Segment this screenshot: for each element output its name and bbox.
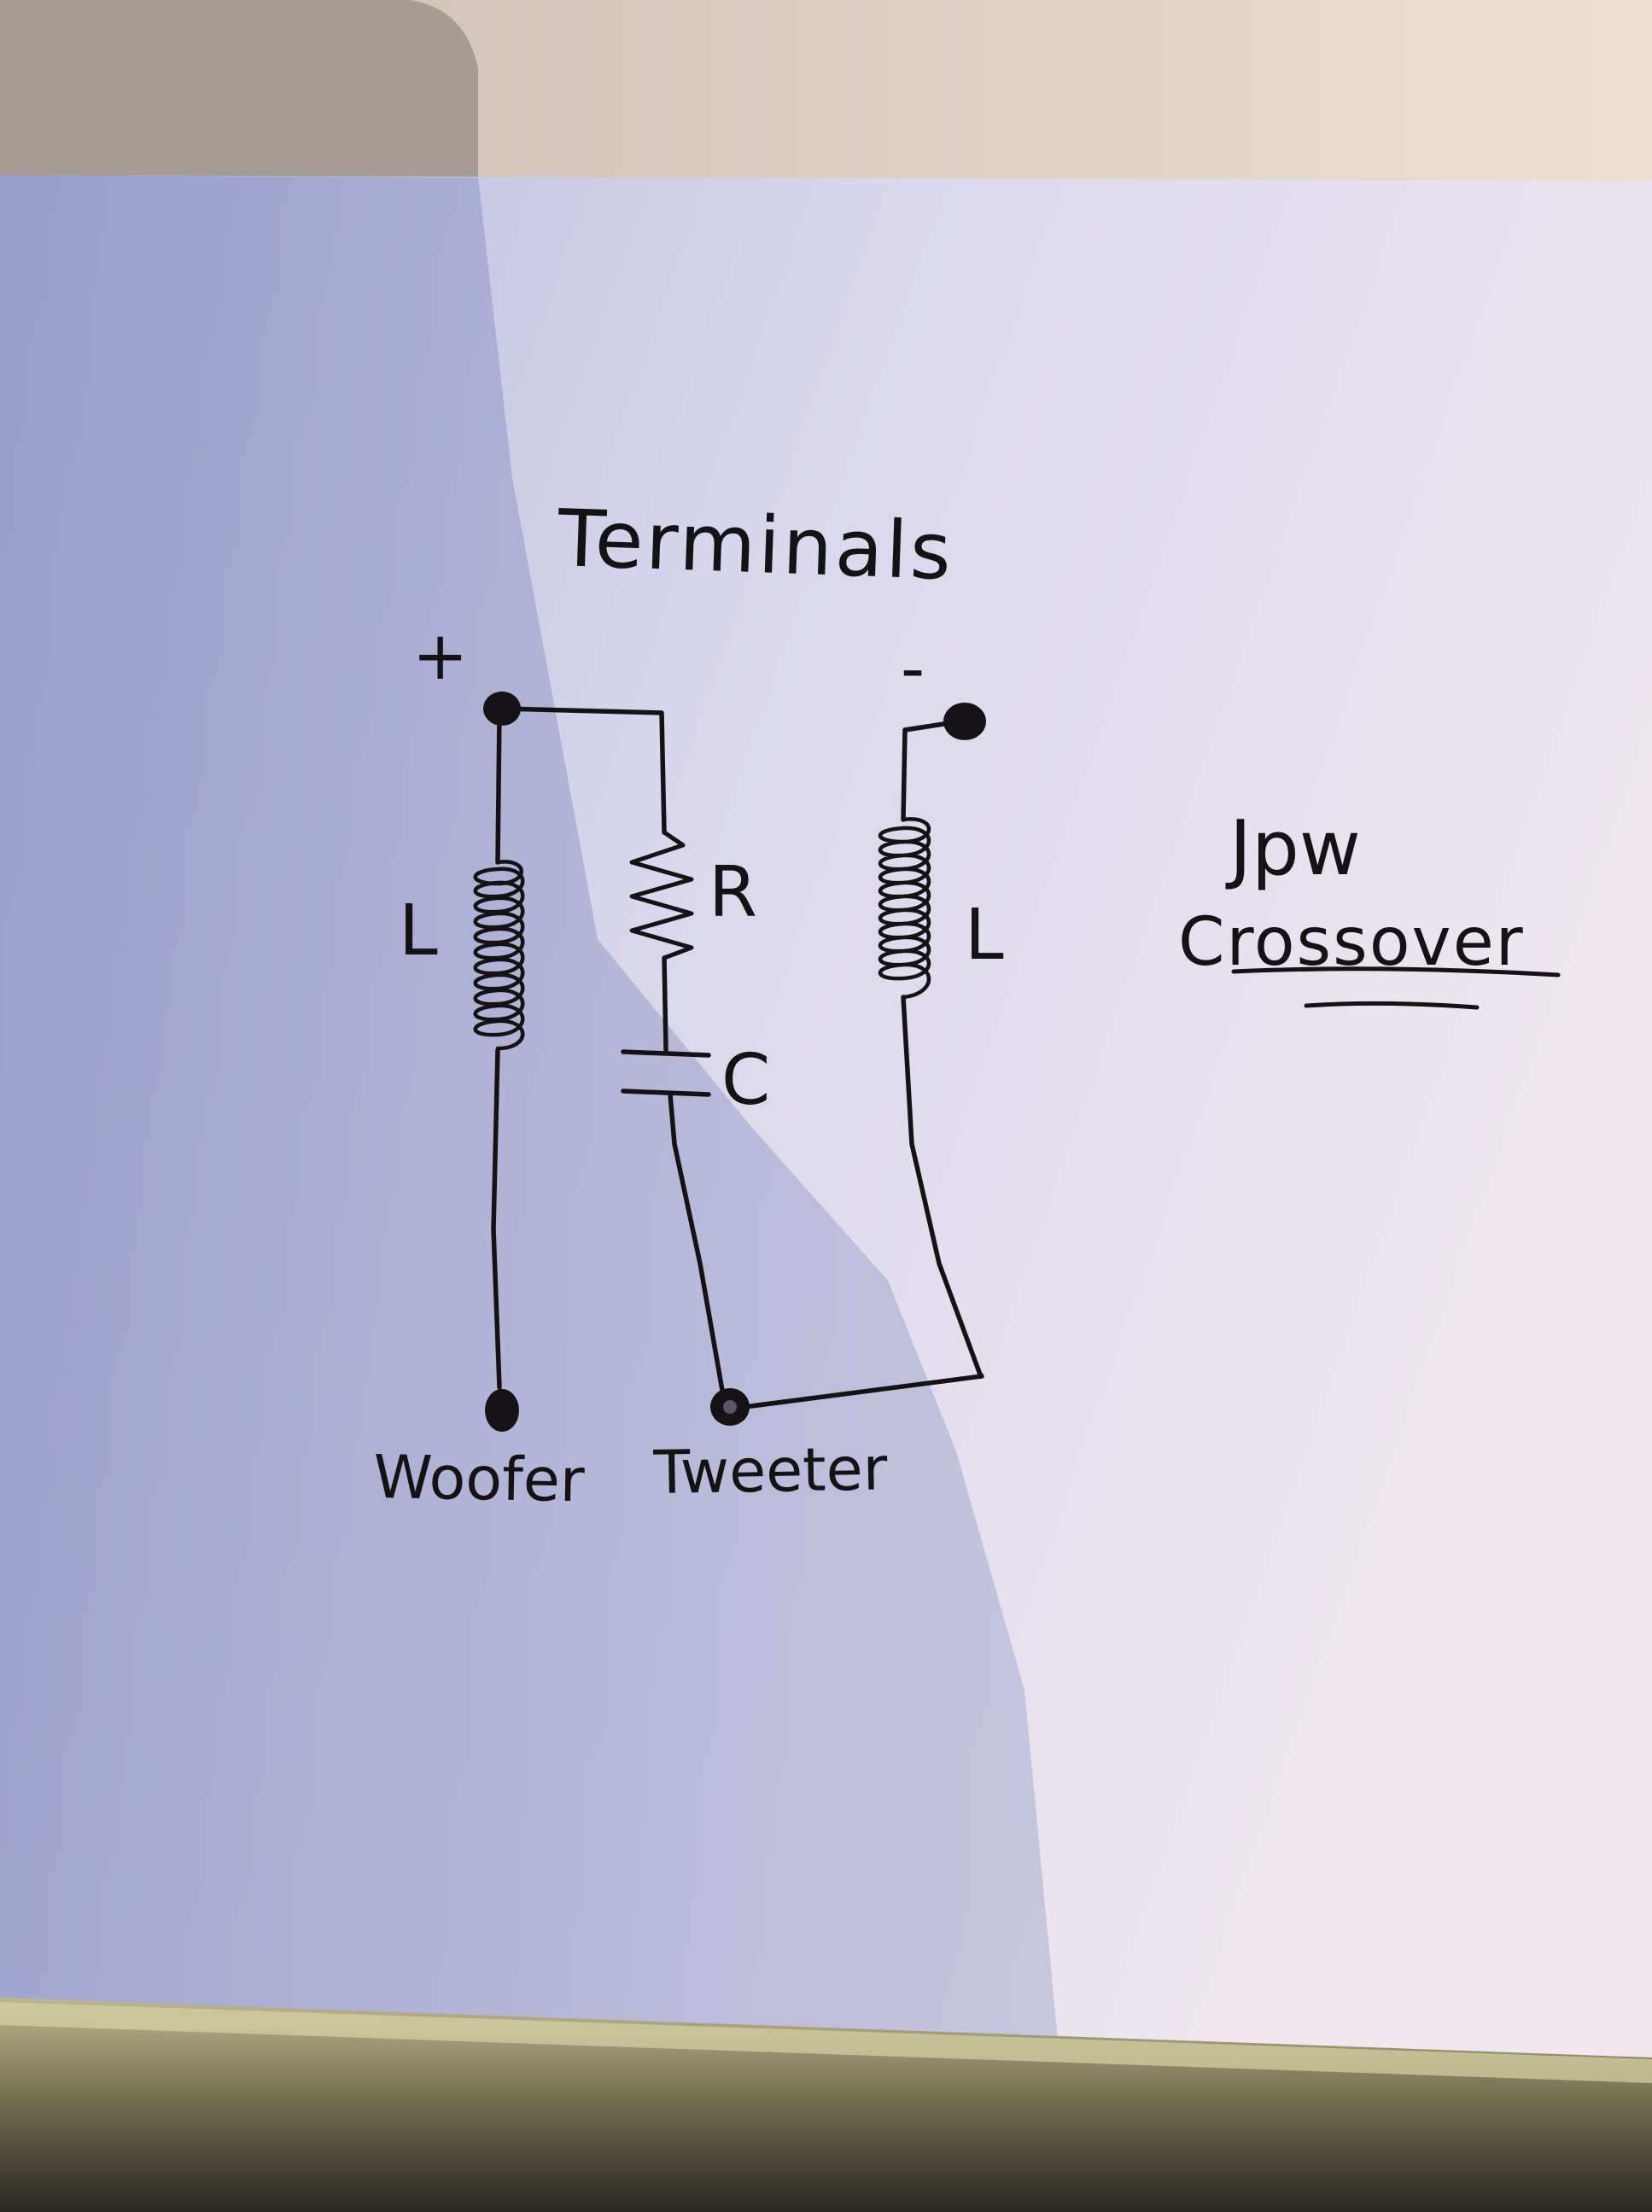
terminals-title: Terminals [556, 493, 955, 598]
woofer-upper-wire [495, 710, 502, 865]
resistor-label: R [709, 852, 757, 933]
subtitle-underline-second [1304, 1001, 1480, 1010]
top-wire [501, 706, 667, 835]
crossover-subtitle: Crossover [1178, 904, 1525, 981]
negative-terminal-label: - [901, 631, 925, 708]
paper-edge-highlight [0, 2002, 1652, 2083]
woofer-label: Woofer [372, 1442, 586, 1516]
negative-hook-wire [901, 719, 963, 822]
top-left-shadow [0, 0, 478, 179]
hand-shadow [0, 175, 1059, 2049]
capacitor-plate-top [621, 1049, 711, 1058]
woofer-inductor-icon [473, 860, 525, 1051]
author-name: Jpw [1229, 804, 1361, 892]
woofer-inductor-label: L [399, 890, 438, 972]
tweeter-label: Tweeter [652, 1433, 889, 1508]
tweeter-terminal-hole [723, 1400, 737, 1414]
tweeter-inductor-icon [878, 817, 931, 1000]
woofer-lower-wire [491, 1048, 502, 1390]
capacitor-plate-bottom [621, 1088, 711, 1097]
subtitle-underline [1231, 966, 1561, 978]
capacitor-label: C [721, 1040, 771, 1121]
tweeter-inductor-label: L [965, 895, 1004, 976]
tweeter-positive-wire [668, 1092, 727, 1403]
terminal-dots [483, 692, 986, 1432]
woofer-terminal-dot [485, 1389, 519, 1432]
tweeter-negative-wire [742, 995, 984, 1409]
resistor-icon [629, 830, 694, 960]
crossover-circuit [473, 706, 1561, 1409]
negative-terminal-dot [943, 703, 986, 740]
resistor-to-capacitor-wire [662, 955, 668, 1053]
positive-terminal-dot [483, 692, 521, 726]
positive-terminal-label: + [412, 618, 469, 695]
